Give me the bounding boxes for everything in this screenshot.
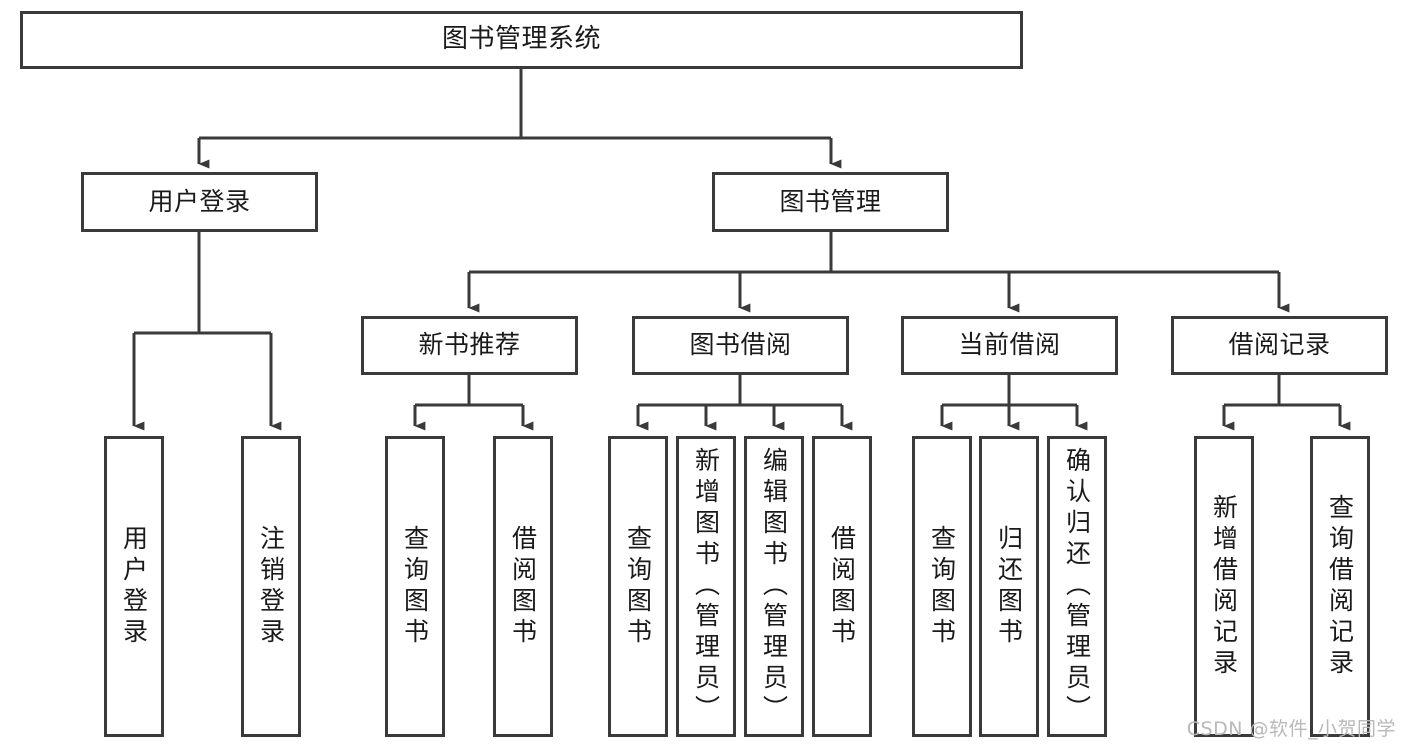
node-book-management[interactable]: 图书管理	[712, 172, 949, 232]
node-label: 查询借阅记录	[1325, 493, 1355, 680]
leaf-logout[interactable]: 注销登录	[241, 436, 301, 737]
node-new-book-recommend[interactable]: 新书推荐	[361, 316, 578, 375]
node-label: 查询图书	[623, 524, 653, 649]
node-label: 借阅图书	[508, 524, 538, 649]
node-label: 新增图书（管理员）	[691, 447, 721, 726]
node-label: 借阅记录	[1228, 330, 1331, 360]
leaf-confirm-return-admin[interactable]: 确认归还（管理员）	[1047, 436, 1107, 737]
node-user-login[interactable]: 用户登录	[81, 172, 318, 232]
node-root-system[interactable]: 图书管理系统	[20, 11, 1023, 69]
node-label: 用户登录	[148, 186, 251, 216]
node-label: 编辑图书（管理员）	[759, 447, 789, 726]
leaf-query-book-current[interactable]: 查询图书	[912, 436, 972, 737]
node-label: 图书借阅	[689, 330, 792, 360]
node-label: 归还图书	[994, 524, 1024, 649]
node-current-borrow[interactable]: 当前借阅	[901, 316, 1118, 375]
node-label: 查询图书	[400, 524, 430, 649]
watermark-text: CSDN @软件_小贺同学	[1186, 718, 1396, 740]
node-label: 新增借阅记录	[1209, 493, 1239, 680]
leaf-borrow-book-recommend[interactable]: 借阅图书	[493, 436, 553, 737]
leaf-user-login[interactable]: 用户登录	[104, 436, 164, 737]
leaf-add-book-admin[interactable]: 新增图书（管理员）	[676, 436, 736, 737]
node-label: 确认归还（管理员）	[1062, 447, 1092, 726]
node-borrow-records[interactable]: 借阅记录	[1171, 316, 1388, 375]
leaf-edit-book-admin[interactable]: 编辑图书（管理员）	[744, 436, 804, 737]
leaf-add-borrow-record[interactable]: 新增借阅记录	[1194, 436, 1254, 737]
node-label: 图书管理	[779, 186, 882, 216]
node-label: 当前借阅	[958, 330, 1061, 360]
leaf-query-book-borrow[interactable]: 查询图书	[608, 436, 668, 737]
node-label: 借阅图书	[827, 524, 857, 649]
node-label: 图书管理系统	[441, 24, 601, 55]
leaf-query-book-recommend[interactable]: 查询图书	[385, 436, 445, 737]
node-book-borrow[interactable]: 图书借阅	[632, 316, 849, 375]
node-label: 查询图书	[927, 524, 957, 649]
leaf-return-book[interactable]: 归还图书	[979, 436, 1039, 737]
node-label: 新书推荐	[418, 330, 521, 360]
leaf-borrow-book[interactable]: 借阅图书	[812, 436, 872, 737]
leaf-query-borrow-record[interactable]: 查询借阅记录	[1310, 436, 1370, 737]
node-label: 注销登录	[256, 524, 286, 649]
node-label: 用户登录	[119, 524, 149, 649]
